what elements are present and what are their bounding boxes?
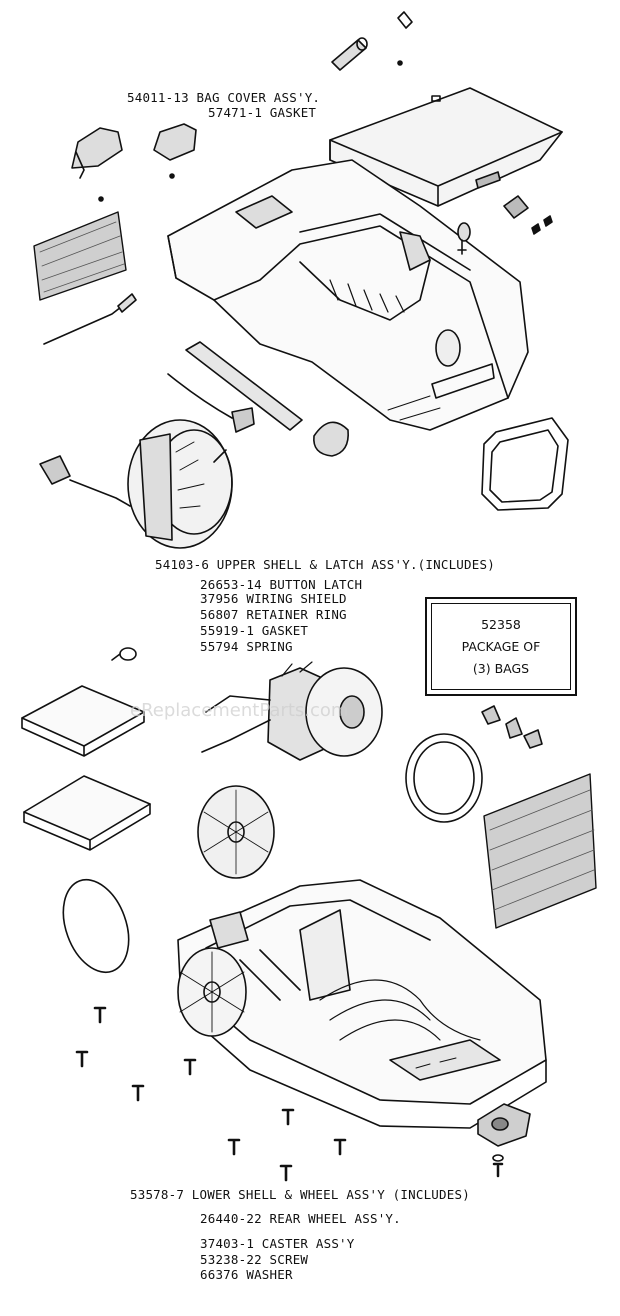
upper-item: 26653-14 BUTTON LATCH xyxy=(200,577,363,592)
upper-item: 37956 WIRING SHIELD xyxy=(200,591,347,606)
bag-package-inner: 52358 PACKAGE OF (3) BAGS xyxy=(431,603,571,690)
screw-dot xyxy=(169,173,175,179)
spring xyxy=(111,647,137,661)
impeller-fan xyxy=(197,785,275,879)
label-upper-shell: 54103-6 UPPER SHELL & LATCH ASS'Y.(INCLU… xyxy=(155,557,495,572)
package-line-1: PACKAGE OF xyxy=(461,638,541,654)
rear-wheel xyxy=(177,947,247,1037)
pre-motor-filter xyxy=(483,773,597,929)
washer xyxy=(492,1154,504,1162)
lower-shell xyxy=(177,879,547,1129)
exhaust-filter xyxy=(33,211,127,301)
filter-gasket xyxy=(481,417,569,511)
lower-item: 66376 WASHER xyxy=(200,1267,293,1282)
cord-relief xyxy=(43,293,137,345)
motor xyxy=(201,661,383,761)
caster-cover xyxy=(313,421,349,457)
screw-dot xyxy=(98,196,104,202)
cord-reel xyxy=(39,419,233,549)
lower-item: 26440-22 REAR WHEEL ASS'Y. xyxy=(200,1211,401,1226)
latch-button xyxy=(331,37,368,71)
oval-gasket xyxy=(62,878,130,974)
bag-pad-lower xyxy=(23,775,151,851)
caster xyxy=(477,1103,531,1147)
handle-cap xyxy=(71,127,123,179)
label-lower-shell: 53578-7 LOWER SHELL & WHEEL ASS'Y (INCLU… xyxy=(130,1187,470,1202)
package-line-2: (3) BAGS xyxy=(472,660,530,676)
lower-item: 53238-22 SCREW xyxy=(200,1252,309,1267)
caster-screw xyxy=(492,1162,504,1178)
upper-item: 55794 SPRING xyxy=(200,639,293,654)
button-latch xyxy=(457,195,553,255)
motor-gasket xyxy=(405,733,483,823)
small-screw xyxy=(397,60,403,66)
bag-cover xyxy=(329,87,563,207)
wire-connector xyxy=(167,373,255,433)
wiring-shield xyxy=(185,341,303,431)
label-bag-cover: 54011-13 BAG COVER ASS'Y. xyxy=(127,90,321,105)
bag-package-box: 52358 PACKAGE OF (3) BAGS xyxy=(425,597,577,696)
cover-gasket xyxy=(153,123,197,161)
screws xyxy=(75,1006,347,1182)
latch-clip xyxy=(397,11,413,29)
package-part-number: 52358 xyxy=(481,616,521,632)
label-gasket-57471: 57471-1 GASKET xyxy=(208,105,317,120)
upper-item: 56807 RETAINER RING xyxy=(200,607,347,622)
cord-plugs xyxy=(481,705,543,749)
upper-shell xyxy=(167,159,529,431)
bag-pad-upper xyxy=(21,685,145,757)
lower-item: 37403-1 CASTER ASS'Y xyxy=(200,1236,355,1251)
upper-item: 55919-1 GASKET xyxy=(200,623,309,638)
watermark: eReplacementParts.com xyxy=(130,700,349,721)
